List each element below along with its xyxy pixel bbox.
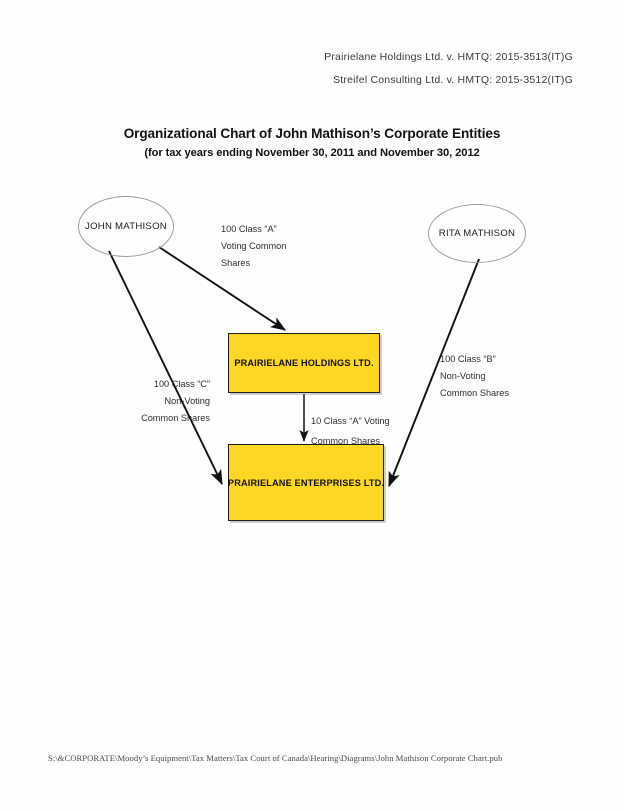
arrow-rita-to-enterprises [388, 258, 480, 488]
edge-label-class-a-10-shares: 10 Class “A” Voting Common Shares [311, 411, 390, 451]
edge-label-class-a-10-line-2: Common Shares [311, 436, 380, 446]
edge-label-class-a-line-3: Shares [221, 258, 251, 268]
node-john-mathison: JOHN MATHISON [78, 196, 174, 257]
edge-label-class-b-line-1: 100 Class “B” [440, 354, 496, 364]
edge-label-class-b-line-3: Common Shares [440, 388, 509, 398]
edge-label-class-c-line-2: Non-Voting [164, 396, 210, 406]
page-title: Organizational Chart of John Mathison’s … [123, 126, 501, 141]
edge-label-class-c-line-3: Common Shares [141, 413, 210, 423]
arrow-john-to-holdings [158, 246, 286, 331]
node-john-mathison-label: JOHN MATHISON [85, 221, 167, 232]
edge-label-class-b-line-2: Non-Voting [440, 371, 486, 381]
edge-label-class-a-line-1: 100 Class “A” [221, 224, 277, 234]
case-citation-header: Prairielane Holdings Ltd. v. HMTQ: 2015-… [0, 46, 573, 92]
node-rita-mathison: RITA MATHISON [428, 204, 526, 263]
edge-label-class-c: 100 Class “C” Non-Voting Common Shares [104, 376, 210, 427]
case-citation-line-2: Streifel Consulting Ltd. v. HMTQ: 2015-3… [333, 74, 573, 86]
edge-label-class-c-line-1: 100 Class “C” [153, 379, 210, 389]
node-rita-mathison-label: RITA MATHISON [438, 228, 516, 239]
node-prairielane-enterprises-label: PRAIRIELANE ENTERPRISES LTD. [227, 477, 385, 488]
edge-label-class-a-10-line-1: 10 Class “A” Voting [311, 416, 390, 426]
node-prairielane-holdings-label: PRAIRIELANE HOLDINGS LTD. [234, 358, 374, 368]
arrow-john-to-enterprises [108, 250, 223, 486]
case-citation-line-1: Prairielane Holdings Ltd. v. HMTQ: 2015-… [324, 51, 573, 63]
edge-label-class-a-line-2: Voting Common [221, 241, 287, 251]
page-subtitle: (for tax years ending November 30, 2011 … [144, 147, 480, 159]
footer-file-path: S:\&CORPORATE\Moody’s Equipment\Tax Matt… [48, 753, 503, 763]
edge-label-class-b: 100 Class “B” Non-Voting Common Shares [440, 351, 509, 402]
node-prairielane-enterprises: PRAIRIELANE ENTERPRISES LTD. [228, 444, 384, 521]
node-prairielane-holdings: PRAIRIELANE HOLDINGS LTD. [228, 333, 380, 393]
edge-label-class-a: 100 Class “A” Voting Common Shares [221, 221, 286, 272]
